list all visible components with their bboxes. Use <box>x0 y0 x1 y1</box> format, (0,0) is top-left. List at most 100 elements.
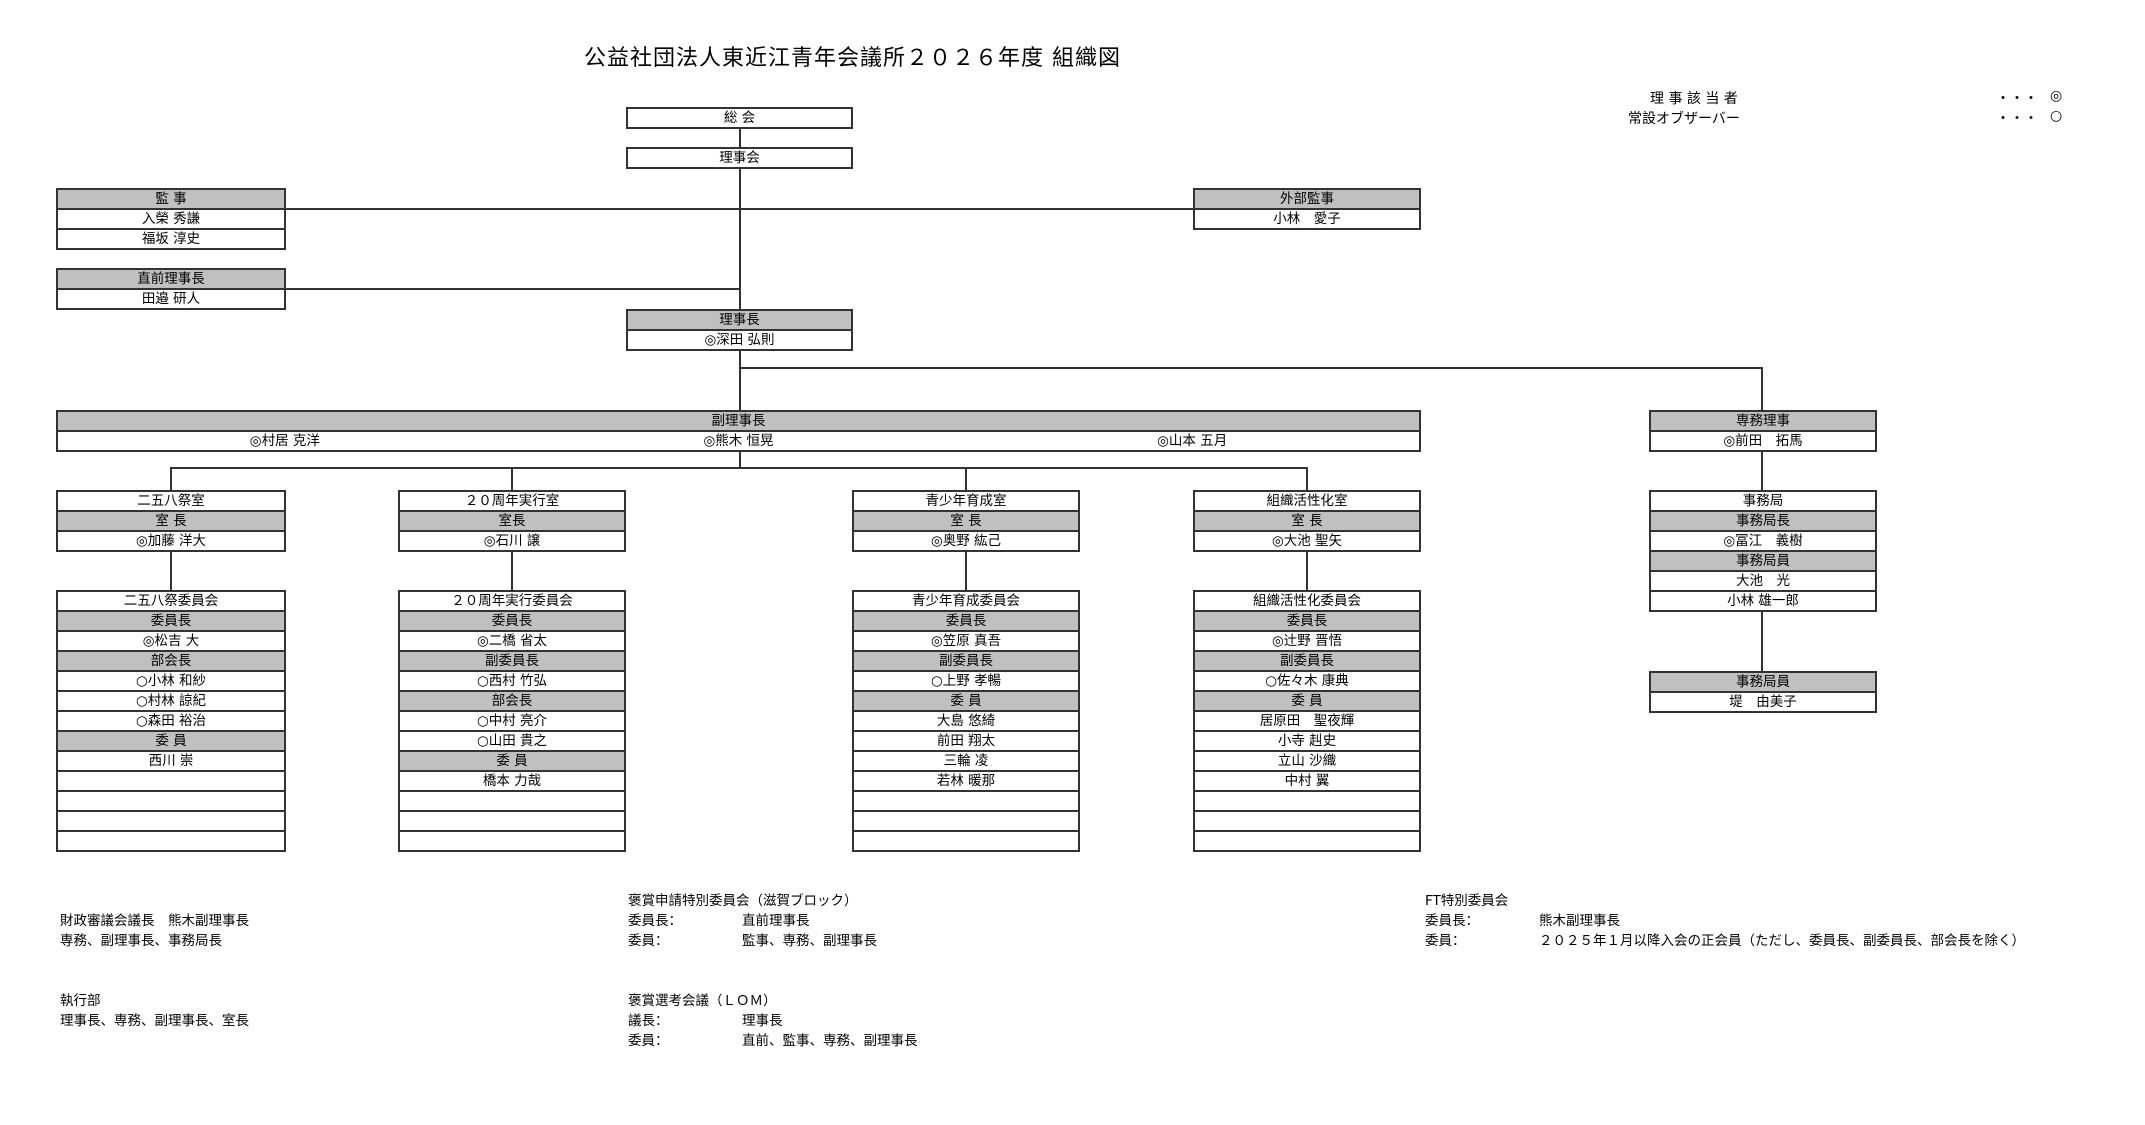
role-label: 事務局員 <box>1651 550 1875 570</box>
member-row: ◎笠原 真吾 <box>854 630 1078 650</box>
member-row: 総 会 <box>723 110 756 126</box>
vice-president-name: ◎山本 五月 <box>1157 433 1228 449</box>
member-row: 大島 悠綺 <box>854 710 1078 730</box>
member-row: ◎前田 拓馬 <box>1651 430 1875 450</box>
legend-circle-icon: ○ <box>2050 108 2063 124</box>
member-row: ○山田 貴之 <box>400 730 624 750</box>
member-row: ◎大池 聖矢 <box>1195 530 1419 550</box>
member-row: ◎辻野 晋悟 <box>1195 630 1419 650</box>
note-line: 専務、副理事長、事務局長 <box>60 933 222 949</box>
member-row: 大池 光 <box>1651 570 1875 590</box>
member-row: ◎冨江 義樹 <box>1651 530 1875 550</box>
vice-president-names: ◎村居 克洋 ◎熊木 恒晃 ◎山本 五月 <box>58 430 1419 450</box>
member-row: 小寺 赳史 <box>1195 730 1419 750</box>
role-label: 委員長 <box>400 610 624 630</box>
role-label: 委 員 <box>58 730 284 750</box>
role-label: 副委員長 <box>400 650 624 670</box>
member-row: ○中村 亮介 <box>400 710 624 730</box>
legend-director-label: 理 事 該 当 者 <box>1650 91 1738 107</box>
vice-president-name: ◎村居 克洋 <box>249 433 320 449</box>
member-row: 中村 翼 <box>1195 770 1419 790</box>
award-application-committee-note: 褒賞申請特別委員会（滋賀ブロック） 委員長：直前理事長 委員：監事、専務、副理事… <box>628 891 877 951</box>
room-box: 二五八祭室室 長◎加藤 洋大 <box>56 490 286 552</box>
member-row: 入榮 秀謙 <box>58 208 284 228</box>
member-row: 青少年育成室 <box>925 493 1007 509</box>
member-row: ○村林 諒紀 <box>58 690 284 710</box>
member-row: 福坂 淳史 <box>58 228 284 248</box>
member-row: 事務局 <box>1742 493 1784 509</box>
role-label: 副委員長 <box>1195 650 1419 670</box>
legend-dots: ・・・ <box>1996 111 2038 127</box>
board-box: 理事会 <box>626 147 853 169</box>
immediate-past-president-box: 直前理事長田邉 研人 <box>56 268 286 310</box>
member-row: 橋本 力哉 <box>400 770 624 790</box>
member-row: 三輪 凌 <box>854 750 1078 770</box>
member-row: ○森田 裕治 <box>58 710 284 730</box>
empty-row <box>854 830 1078 850</box>
general-assembly-box: 総 会 <box>626 107 853 129</box>
member-row: ◎石川 譲 <box>400 530 624 550</box>
role-label: 委 員 <box>854 690 1078 710</box>
executive-director-box: 専務理事◎前田 拓馬 <box>1649 410 1877 452</box>
note-title: FT特別委員会 <box>1425 893 1509 909</box>
member-row: 田邉 研人 <box>58 288 284 308</box>
member-row: 小林 愛子 <box>1195 208 1419 228</box>
member-row: ○小林 和紗 <box>58 670 284 690</box>
member-row: ◎加藤 洋大 <box>58 530 284 550</box>
note-line: 理事長、専務、副理事長、室長 <box>60 1013 249 1029</box>
role-label: 委員長 <box>1195 610 1419 630</box>
note-key: 委員： <box>1425 933 1466 949</box>
role-label: 室長 <box>400 510 624 530</box>
member-row: 二五八祭委員会 <box>123 593 219 609</box>
note-key: 委員長： <box>1425 913 1479 929</box>
member-row: ◎二橋 省太 <box>400 630 624 650</box>
empty-row <box>400 790 624 810</box>
empty-row <box>58 770 284 790</box>
member-row: 二五八祭室 <box>137 493 205 509</box>
empty-row <box>58 810 284 830</box>
role-label: 監 事 <box>58 190 284 208</box>
note-key: 委員長： <box>628 913 682 929</box>
role-label: 室 長 <box>854 510 1078 530</box>
empty-row <box>854 810 1078 830</box>
role-label: 委員長 <box>854 610 1078 630</box>
member-row: 理事会 <box>719 150 760 166</box>
role-label: 外部監事 <box>1195 190 1419 208</box>
member-row: ◎松吉 大 <box>58 630 284 650</box>
role-label: 事務局員 <box>1651 673 1875 691</box>
page-title: 公益社団法人東近江青年会議所２０２６年度 組織図 <box>584 46 1121 71</box>
note-value: 直前理事長 <box>742 913 810 929</box>
empty-row <box>58 830 284 850</box>
empty-row <box>1195 830 1419 850</box>
note-line: 財政審議会議長 熊木副理事長 <box>60 913 249 929</box>
member-row: 立山 沙織 <box>1195 750 1419 770</box>
legend-double-circle-icon: ◎ <box>2050 88 2063 104</box>
committee-box: 二五八祭委員会委員長◎松吉 大部会長○小林 和紗○村林 諒紀○森田 裕治委 員西… <box>56 590 286 852</box>
member-row: ２０周年実行委員会 <box>451 593 573 609</box>
external-auditor-box: 外部監事小林 愛子 <box>1193 188 1421 230</box>
role-label: 委 員 <box>400 750 624 770</box>
executive-note: 執行部 理事長、専務、副理事長、室長 <box>60 991 249 1031</box>
role-label: 事務局長 <box>1651 510 1875 530</box>
secretariat-staff-box: 事務局員堤 由美子 <box>1649 671 1877 713</box>
ft-committee-note: FT特別委員会 委員長：熊木副理事長 委員：２０２５年１月以降入会の正会員（ただ… <box>1425 891 2025 951</box>
member-row: 居原田 聖夜輝 <box>1195 710 1419 730</box>
role-label: 委員長 <box>58 610 284 630</box>
room-box: 青少年育成室室 長◎奥野 紘己 <box>852 490 1080 552</box>
member-row: 青少年育成委員会 <box>912 593 1020 609</box>
role-label: 委 員 <box>1195 690 1419 710</box>
role-label: 部会長 <box>400 690 624 710</box>
member-row: ○上野 孝暢 <box>854 670 1078 690</box>
committee-box: 組織活性化委員会委員長◎辻野 晋悟副委員長○佐々木 康典委 員居原田 聖夜輝小寺… <box>1193 590 1421 852</box>
auditor-box: 監 事入榮 秀謙福坂 淳史 <box>56 188 286 250</box>
member-row: 前田 翔太 <box>854 730 1078 750</box>
empty-row <box>400 830 624 850</box>
role-label: 室 長 <box>58 510 284 530</box>
note-key: 委員： <box>628 933 669 949</box>
member-row: 堤 由美子 <box>1651 691 1875 711</box>
member-row: 小林 雄一郎 <box>1651 590 1875 610</box>
member-row: ◎奥野 紘己 <box>854 530 1078 550</box>
empty-row <box>1195 790 1419 810</box>
note-value: 監事、専務、副理事長 <box>742 933 877 949</box>
